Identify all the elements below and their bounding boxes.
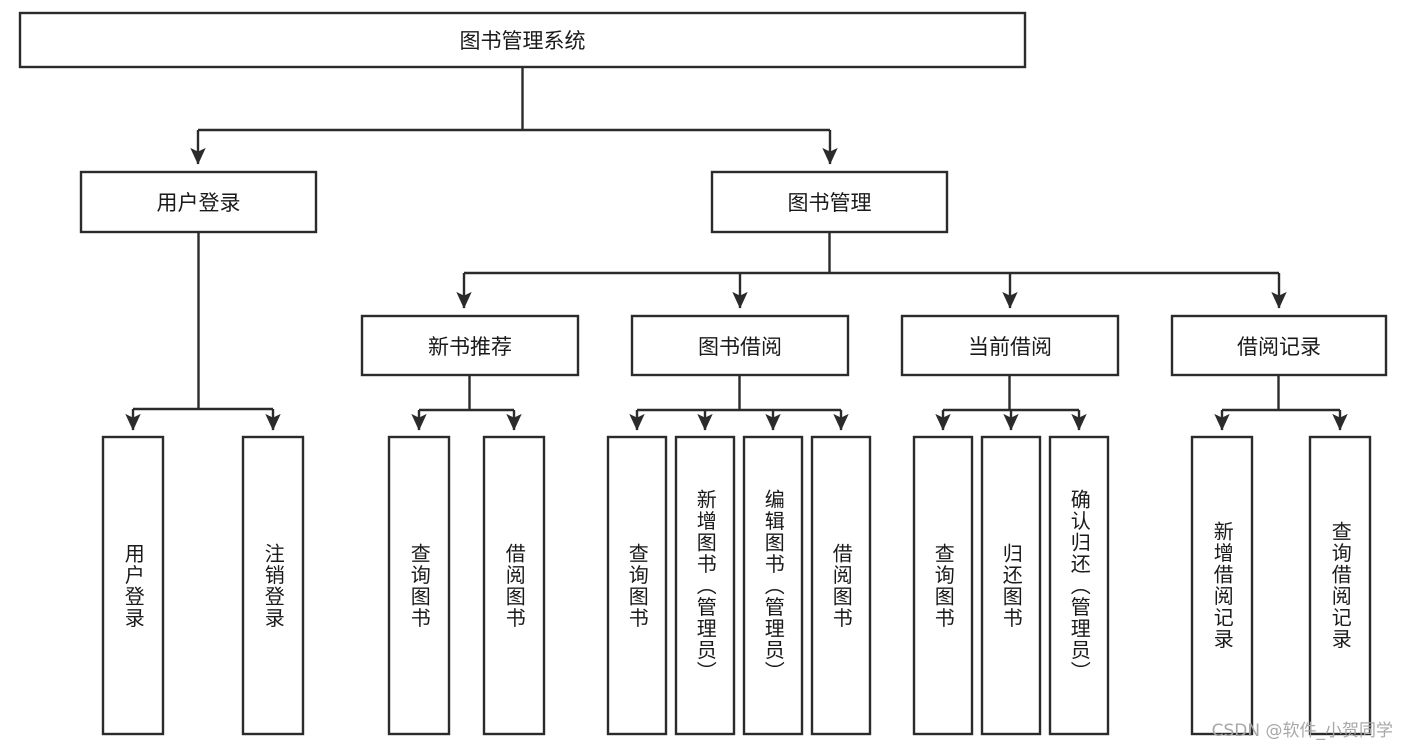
node-box-leaf-add-book-admin[interactable] xyxy=(674,435,736,736)
node-box-leaf-confirm-return-admin[interactable] xyxy=(1048,435,1110,736)
node-box-leaf-user-login[interactable] xyxy=(101,435,165,736)
node-box-new-book-recommend[interactable] xyxy=(360,314,580,377)
node-box-borrow-record[interactable] xyxy=(1170,314,1388,377)
edge-group-current-borrow-to-leaves xyxy=(935,375,1087,431)
edge-group-user-login-to-leaves xyxy=(125,232,281,431)
node-box-leaf-borrow-books-b[interactable] xyxy=(810,435,872,736)
edge-group-root-to-level2 xyxy=(190,67,838,165)
edge-group-new-book-recommend-to-leaves xyxy=(411,375,522,431)
node-box-leaf-add-borrow-record[interactable] xyxy=(1190,435,1254,736)
node-box-leaf-query-books-b[interactable] xyxy=(606,435,668,736)
node-box-leaf-query-books-a[interactable] xyxy=(387,435,451,736)
node-box-root[interactable] xyxy=(18,11,1027,69)
node-box-leaf-return-books[interactable] xyxy=(980,435,1042,736)
node-box-leaf-query-books-c[interactable] xyxy=(912,435,974,736)
node-box-leaf-logout[interactable] xyxy=(241,435,305,736)
edge-group-book-management-to-level3 xyxy=(456,232,1287,309)
node-box-leaf-query-borrow-record[interactable] xyxy=(1308,435,1372,736)
edge-group-book-borrow-to-leaves xyxy=(629,375,849,431)
node-box-current-borrow[interactable] xyxy=(900,314,1120,377)
node-box-user-login[interactable] xyxy=(79,170,318,234)
node-box-leaf-borrow-books-a[interactable] xyxy=(482,435,546,736)
edge-group-borrow-record-to-leaves xyxy=(1214,375,1348,431)
node-box-book-borrow[interactable] xyxy=(630,314,850,377)
node-box-book-management[interactable] xyxy=(710,170,949,234)
node-box-leaf-edit-book-admin[interactable] xyxy=(742,435,804,736)
